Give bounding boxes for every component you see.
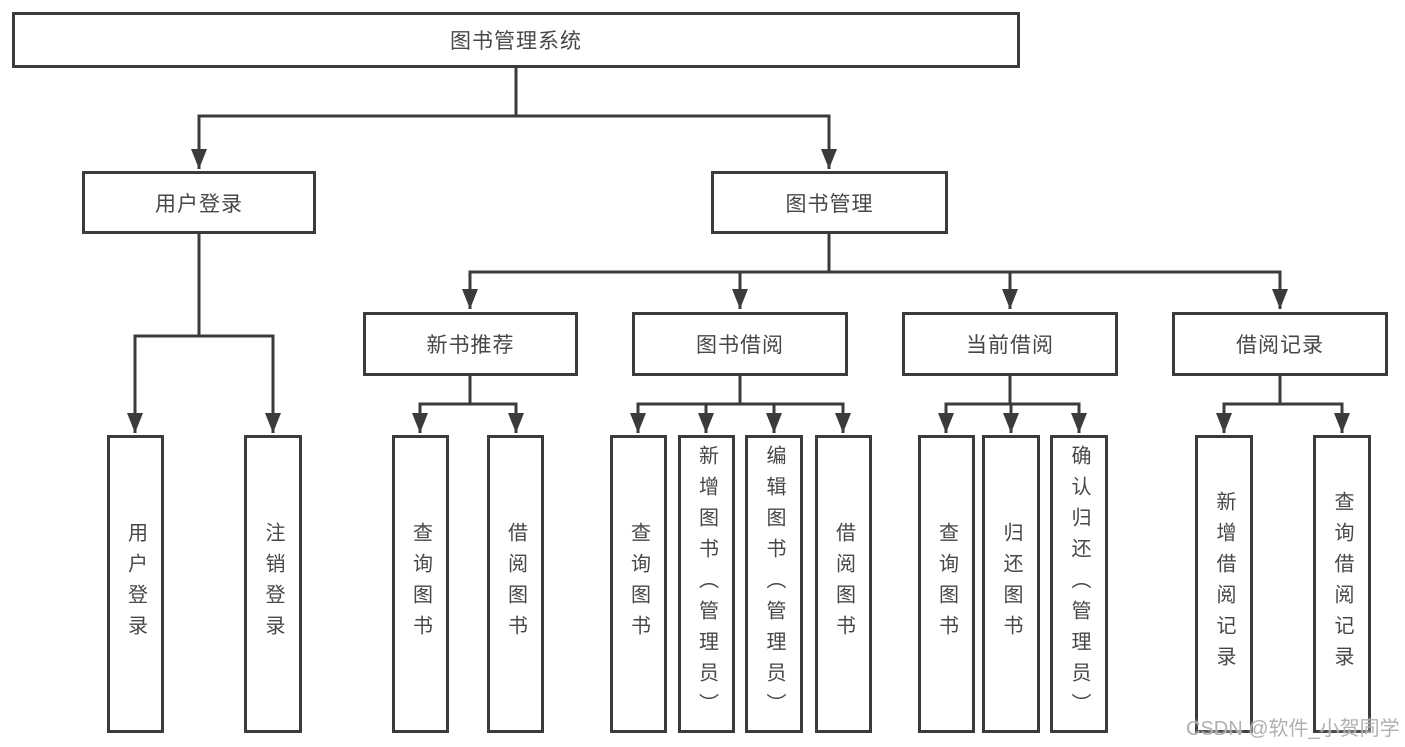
leaf-nbr-borrow-book: 借阅图书 [487, 435, 544, 733]
leaf-bb-add-book-label: 新增图书（管理员） [695, 444, 718, 724]
node-root-label: 图书管理系统 [450, 30, 582, 53]
leaf-br-add-record: 新增借阅记录 [1195, 435, 1253, 733]
node-book-management-label: 图书管理 [785, 192, 874, 216]
leaf-br-add-record-label: 新增借阅记录 [1213, 491, 1235, 677]
node-book-management: 图书管理 [711, 171, 948, 234]
node-new-book-recommend-label: 新书推荐 [426, 334, 515, 357]
leaf-nbr-query-book-label: 查询图书 [409, 522, 432, 646]
leaf-cb-return-book: 归还图书 [982, 435, 1040, 733]
leaf-cb-return-book-label: 归还图书 [1000, 522, 1022, 646]
leaf-cb-query-book-label: 查询图书 [935, 522, 958, 646]
node-current-borrow-label: 当前借阅 [966, 334, 1054, 357]
csdn-watermark: CSDN @软件_小贺同学 [1186, 718, 1400, 740]
leaf-nbr-borrow-book-label: 借阅图书 [504, 522, 527, 646]
node-borrow-record: 借阅记录 [1172, 312, 1388, 376]
node-root: 图书管理系统 [12, 12, 1020, 68]
leaf-nbr-query-book: 查询图书 [392, 435, 449, 733]
leaf-bb-borrow-book: 借阅图书 [815, 435, 872, 733]
leaf-cb-query-book: 查询图书 [918, 435, 975, 733]
node-new-book-recommend: 新书推荐 [363, 312, 578, 376]
node-current-borrow: 当前借阅 [902, 312, 1118, 376]
leaf-logout-label: 注销登录 [262, 522, 284, 646]
leaf-bb-query-book-label: 查询图书 [627, 522, 650, 646]
leaf-bb-query-book: 查询图书 [610, 435, 667, 733]
node-borrow-record-label: 借阅记录 [1236, 334, 1324, 357]
leaf-user-login: 用户登录 [107, 435, 164, 733]
leaf-logout: 注销登录 [244, 435, 302, 733]
leaf-bb-edit-book-label: 编辑图书（管理员） [763, 444, 785, 724]
leaf-cb-confirm-return: 确认归还（管理员） [1050, 435, 1108, 733]
node-book-borrow-label: 图书借阅 [696, 334, 784, 357]
leaf-user-login-label: 用户登录 [124, 522, 147, 646]
leaf-bb-edit-book: 编辑图书（管理员） [745, 435, 803, 733]
node-book-borrow: 图书借阅 [632, 312, 848, 376]
leaf-bb-add-book: 新增图书（管理员） [678, 435, 735, 733]
leaf-br-query-record: 查询借阅记录 [1313, 435, 1371, 733]
leaf-cb-confirm-return-label: 确认归还（管理员） [1068, 444, 1090, 724]
leaf-bb-borrow-book-label: 借阅图书 [832, 522, 855, 646]
node-user-login-group: 用户登录 [82, 171, 316, 234]
node-user-login-group-label: 用户登录 [155, 192, 243, 216]
leaf-br-query-record-label: 查询借阅记录 [1331, 491, 1353, 677]
